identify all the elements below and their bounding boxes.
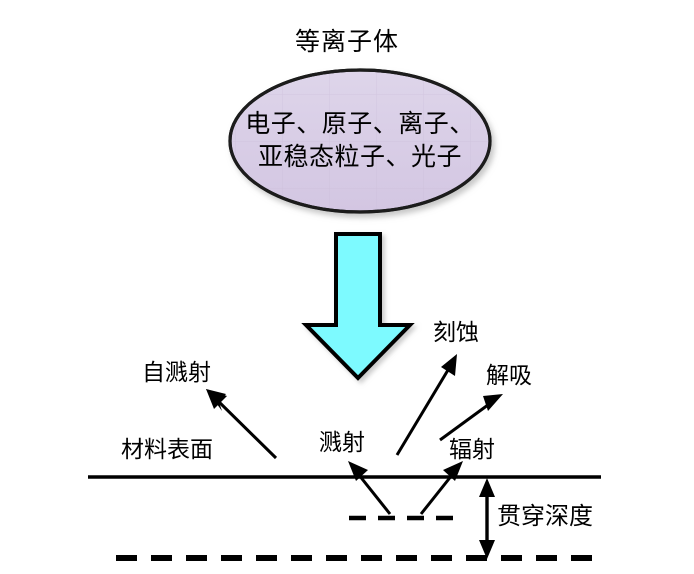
etching-arrow	[395, 354, 457, 456]
penetration-depth-arrow	[479, 478, 495, 559]
label-self-sputtering: 自溅射	[142, 360, 211, 386]
self-sputtering-arrow	[206, 389, 278, 460]
label-material-surface: 材料表面	[121, 437, 213, 463]
label-radiation: 辐射	[449, 437, 495, 463]
radiation-arrow	[419, 461, 463, 515]
plasma-species-text: 电子、原子、离子、 亚稳态粒子、光子	[232, 109, 488, 172]
desorption-arrow	[439, 394, 503, 442]
plasma-species-line-1: 电子、原子、离子、	[245, 109, 475, 138]
label-sputtering: 溅射	[319, 430, 365, 456]
label-desorption: 解吸	[486, 363, 532, 389]
plasma-ellipse	[228, 68, 492, 214]
sputtering-arrow	[348, 461, 392, 515]
plasma-flux-arrow	[301, 232, 415, 381]
plasma-title: 等离子体	[294, 27, 399, 56]
label-penetration-depth: 贯穿深度	[497, 502, 593, 530]
plasma-species-line-2: 亚稳态粒子、光子	[257, 141, 462, 171]
label-etching: 刻蚀	[433, 320, 479, 346]
